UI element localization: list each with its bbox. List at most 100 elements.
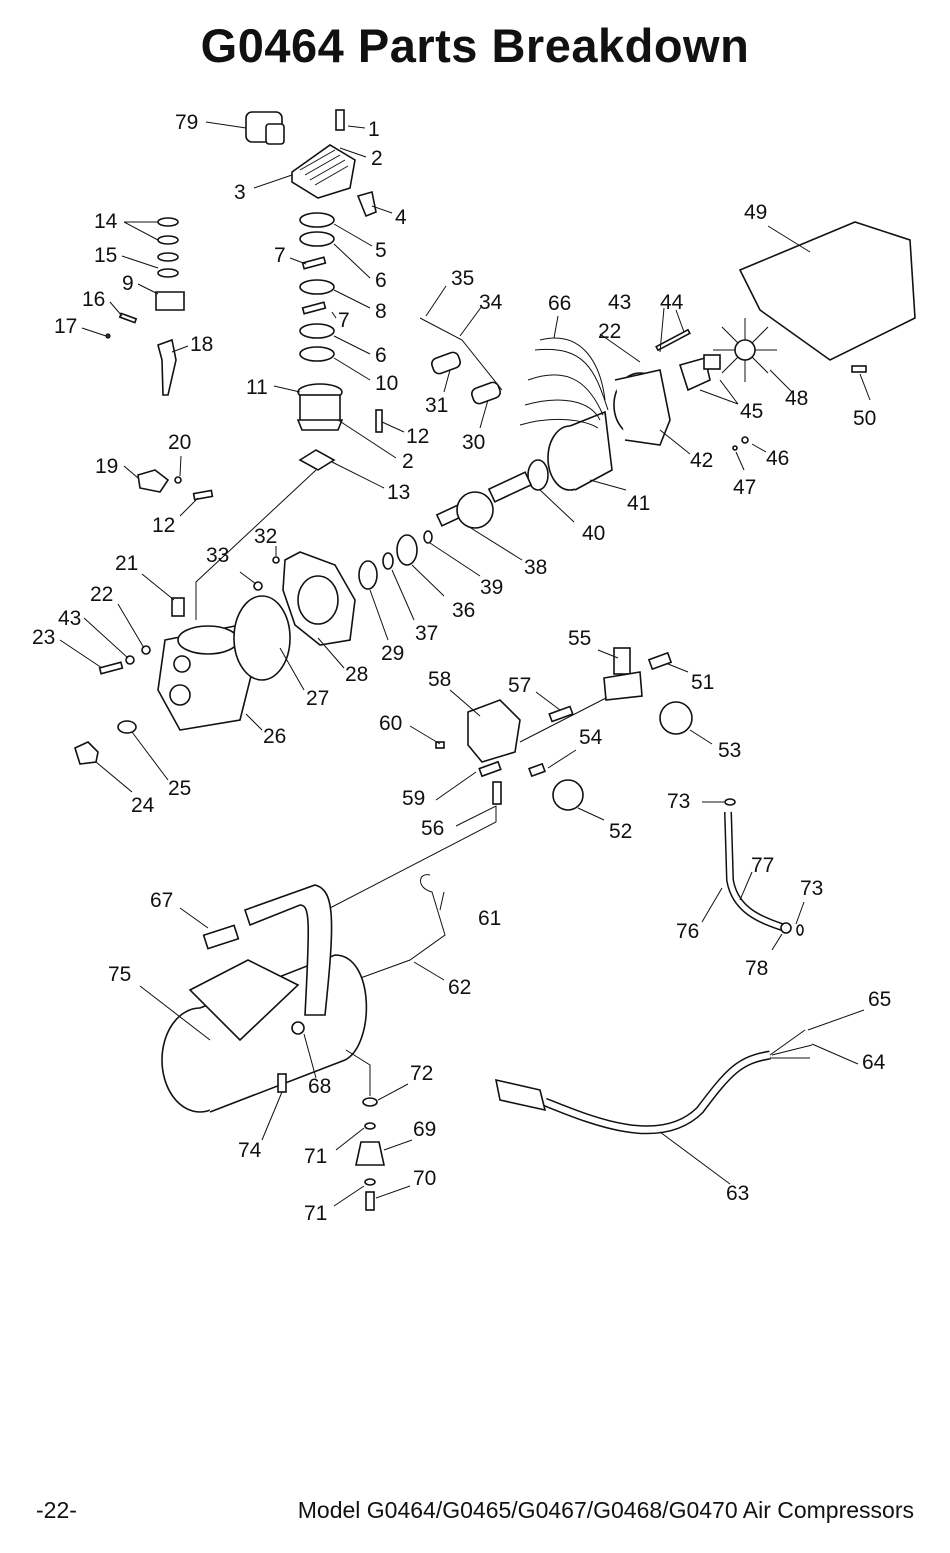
callout-8: 8 [375,300,387,323]
part-73b [796,924,804,936]
callout-15: 15 [94,244,117,267]
callout-11: 11 [246,376,268,399]
part-bolt-44 [655,328,691,352]
callout-7b: 7 [338,309,350,332]
page-title: G0464 Parts Breakdown [200,19,750,72]
part-bearing-40 [527,459,549,491]
part-fan-cover [738,221,916,361]
page-footer: Model G0464/G0465/G0467/G0468/G0470 Air … [297,1497,914,1523]
part-pressure-switch [467,699,521,763]
callout-40: 40 [582,522,605,545]
callout-2: 2 [371,147,383,170]
callout-28: 28 [345,663,368,686]
callout-39: 39 [480,576,503,599]
part-68 [291,1021,305,1035]
callout-63: 63 [726,1182,749,1205]
callout-75: 75 [108,963,131,986]
part-gasket-27 [233,595,291,681]
callout-49: 49 [744,201,767,224]
part-bolt-12b [192,489,214,501]
callout-51: 51 [691,671,714,694]
part-plug [74,741,99,765]
part-fitting-56 [492,781,502,805]
part-fitting-59 [478,760,502,778]
callout-41: 41 [627,492,650,515]
leader-lines [59,121,871,1207]
callout-70: 70 [413,1167,436,1190]
part-crankshaft [435,471,533,529]
part-bearing-29 [358,560,378,590]
callout-13: 13 [387,481,410,504]
part-bolt-70 [365,1191,375,1211]
callout-46: 46 [766,447,789,470]
callout-65: 65 [868,988,891,1011]
callout-43b: 43 [608,291,631,314]
part-elbow [356,190,377,218]
part-tank [161,954,368,1113]
part-72 [362,1097,378,1107]
callout-42: 42 [690,449,713,472]
callout-30: 30 [462,431,485,454]
callout-16: 16 [82,288,105,311]
part-seal-37 [382,552,394,570]
part-gauge-52 [552,779,584,811]
callout-31: 31 [425,394,448,417]
callout-29: 29 [381,642,404,665]
callout-50: 50 [853,407,876,430]
part-regulator [603,647,643,701]
callout-34: 34 [479,291,503,314]
part-switch [678,357,711,392]
callout-64: 64 [862,1051,886,1074]
callout-59: 59 [402,787,425,810]
part-pin [118,312,138,324]
part-end-bell [613,369,671,446]
part-bearing-36 [396,534,418,566]
part-78 [780,922,792,934]
callout-33: 33 [206,544,229,567]
callout-5: 5 [375,239,387,262]
part-47 [732,445,738,451]
part-bolt [335,109,345,131]
callout-43: 43 [58,607,81,630]
callout-labels: 79 1 2 3 4 5 6 7 8 7 6 10 11 12 2 13 14 … [32,111,891,1225]
callout-67: 67 [150,889,173,912]
part-32 [272,556,280,564]
page-number: -22- [36,1497,77,1523]
callout-74: 74 [238,1139,262,1162]
part-wire-35 [419,317,503,391]
part-screw-50 [851,365,867,373]
callout-57: 57 [508,674,531,697]
part-bearing-housing [282,551,356,646]
callout-22b: 22 [598,320,621,343]
callout-71b: 71 [304,1202,327,1225]
callout-52: 52 [609,820,632,843]
part-45b [703,354,721,370]
callout-10: 10 [375,372,398,395]
callout-71: 71 [304,1145,327,1168]
callout-47: 47 [733,476,756,499]
callout-36: 36 [452,599,475,622]
callout-22: 22 [90,583,113,606]
callout-7: 7 [274,244,286,267]
callout-12b: 12 [152,514,175,537]
callout-78: 78 [745,957,768,980]
part-oring [117,720,137,734]
callout-37: 37 [415,622,438,645]
callout-32: 32 [254,525,277,548]
part-connecting-rod [157,338,177,396]
callout-24: 24 [131,794,155,817]
part-cylinder-head [291,144,356,199]
callout-14: 14 [94,210,118,233]
part-breather [171,597,185,617]
part-fitting-54 [528,762,546,778]
part-clamp [137,469,170,493]
callout-44: 44 [660,291,684,314]
callout-19: 19 [95,455,118,478]
part-tube-61 [299,874,446,1001]
part-gauge-53 [659,701,693,735]
callout-4: 4 [395,206,407,229]
callout-23: 23 [32,626,55,649]
part-bolt-12a [375,409,383,433]
callout-38: 38 [524,556,547,579]
